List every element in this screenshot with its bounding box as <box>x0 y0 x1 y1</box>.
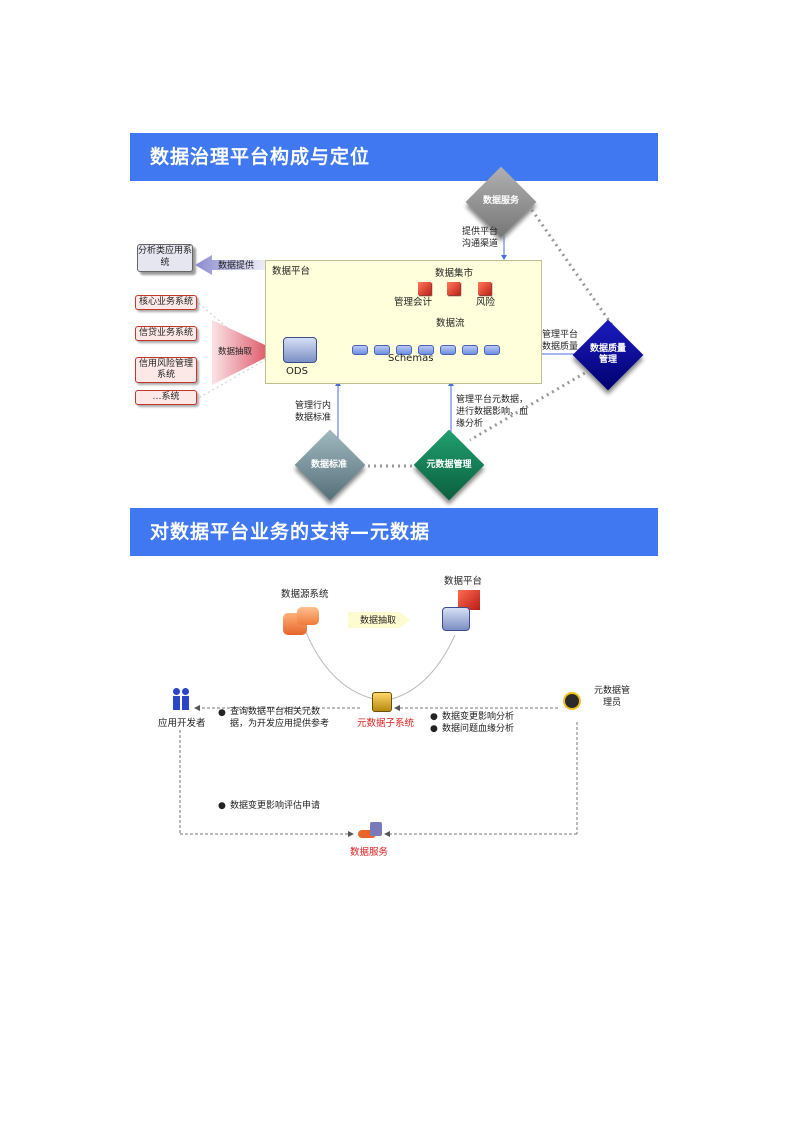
schema-cylinder-icon <box>484 345 500 355</box>
data-standard-label: 数据标准 <box>310 460 347 470</box>
cube-icon <box>418 282 431 295</box>
manage-quality-label: 管理平台数据质量 <box>542 330 579 352</box>
meta-subsystem-label: 元数据子系统 <box>357 718 415 729</box>
manage-standard-label: 管理行内数据标准 <box>295 401 332 423</box>
source-system-core: 核心业务系统 <box>135 295 197 310</box>
dev-bullet-text: 查询数据平台相关元数据，为开发应用提供参考 <box>230 707 330 729</box>
datamart-label: 数据集市 <box>435 268 474 279</box>
source-system-risk: 信用风险管理系统 <box>135 357 197 383</box>
section1-title: 数据治理平台构成与定位 <box>130 133 658 181</box>
admin-bullet-2: 数据问题血缘分析 <box>442 724 515 734</box>
source-system-other: …系统 <box>135 390 197 405</box>
schema-cylinder-icon <box>374 345 390 355</box>
admin-bullet-dot-2: ● <box>430 724 438 734</box>
manage-metadata-label: 管理平台元数据，进行数据影响、血缘分析 <box>456 395 529 429</box>
service-bullet-text: 数据变更影响评估申请 <box>230 801 321 811</box>
cube-icon <box>458 590 480 610</box>
admin-bullet-1: 数据变更影响分析 <box>442 712 515 722</box>
analysis-app-box: 分析类应用系统 <box>137 244 193 272</box>
dataflow-label: 数据流 <box>436 318 465 329</box>
schema-cylinder-icon <box>440 345 456 355</box>
source-system-label: 数据源系统 <box>281 589 329 600</box>
data-provide-label: 数据提供 <box>218 261 255 271</box>
platform-label-2: 数据平台 <box>444 576 483 587</box>
cube-icon <box>478 282 491 295</box>
source-database-icon <box>283 605 323 635</box>
schema-cylinder-icon <box>462 345 478 355</box>
ods-database-icon <box>283 337 317 363</box>
provide-channel-label: 提供平台沟通渠道 <box>462 227 499 249</box>
data-service-icon <box>358 822 384 842</box>
platform-database-icon <box>442 607 470 631</box>
section2-connectors <box>179 612 578 837</box>
admin-bullet-dot-1: ● <box>430 712 438 722</box>
source-system-credit: 信贷业务系统 <box>135 326 197 341</box>
meta-admin-label: 元数据管理员 <box>593 686 630 708</box>
extract-label: 数据抽取 <box>360 616 397 626</box>
metadata-mgmt-label: 元数据管理 <box>426 460 472 470</box>
quality-mgmt-label: 数据质量管理 <box>589 344 626 365</box>
mart-item-2: 风险 <box>476 297 496 308</box>
schema-cylinder-icon <box>396 345 412 355</box>
meta-admin-icon <box>565 694 579 708</box>
service-label: 数据服务 <box>350 847 389 858</box>
cube-icon <box>447 282 460 295</box>
section2-title: 对数据平台业务的支持—元数据 <box>130 508 658 556</box>
mart-item-1: 管理会计 <box>394 297 433 308</box>
schema-cylinder-icon <box>418 345 434 355</box>
schema-cylinder-icon <box>352 345 368 355</box>
ods-label: ODS <box>286 366 308 377</box>
metadata-subsystem-icon <box>372 692 392 712</box>
dev-bullet-dot: ● <box>218 708 226 718</box>
data-extract-label: 数据抽取 <box>218 347 253 357</box>
schemas-label: Schemas <box>388 353 434 364</box>
service-bullet-dot: ● <box>218 801 226 811</box>
app-dev-label: 应用开发者 <box>158 718 206 729</box>
data-platform-box <box>265 260 542 384</box>
platform-label: 数据平台 <box>272 266 311 277</box>
data-service-label: 数据服务 <box>482 196 519 206</box>
